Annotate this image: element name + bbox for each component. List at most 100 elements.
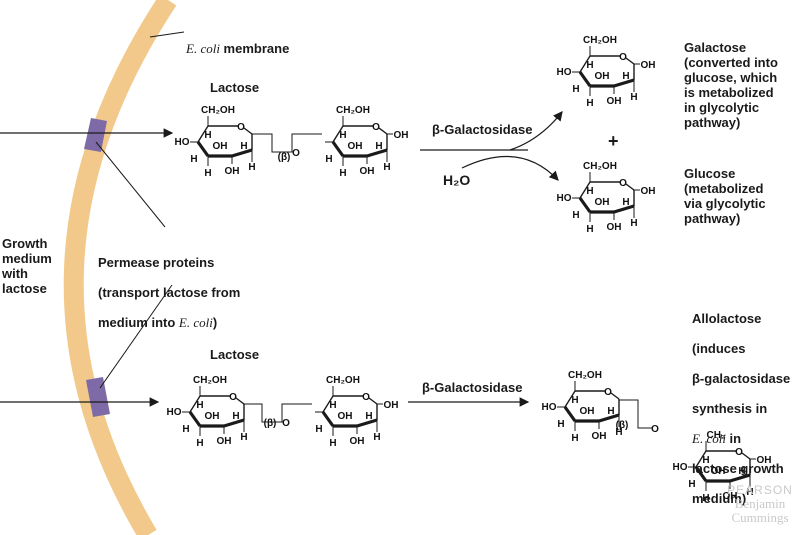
ring-ch2oh: CH₂OH <box>568 370 602 381</box>
ring-h: H <box>571 395 578 406</box>
glycosidic-bond <box>619 399 652 429</box>
ring-bond <box>578 71 592 87</box>
permease-label: Permease proteins (transport lactose fro… <box>98 255 241 330</box>
ring-oh: OH <box>607 222 622 233</box>
ring-oxygen: O <box>604 387 612 398</box>
ring-oh: OH <box>711 466 726 477</box>
ring-bond <box>188 411 202 427</box>
ring-h: H <box>204 130 211 141</box>
permease-protein-top <box>84 118 107 152</box>
ring-h: H <box>325 154 332 165</box>
ring-oh: OH <box>607 96 622 107</box>
ring-h: H <box>571 433 578 444</box>
ring-bond <box>322 395 334 413</box>
ring-oh: OH <box>595 197 610 208</box>
ring-oh: OH <box>350 436 365 447</box>
ring-oh: OH <box>723 491 738 502</box>
ring-bond <box>579 55 591 73</box>
top-enzyme-label: β-Galactosidase <box>432 122 533 137</box>
ring-bond <box>578 197 592 213</box>
ring-bond <box>741 452 751 460</box>
ring-h: H <box>738 466 745 477</box>
ring-oh: OH <box>213 141 228 152</box>
ring-h: H <box>622 71 629 82</box>
bridge-oxygen: O <box>282 418 290 429</box>
ring-h: H <box>315 424 322 435</box>
ring-ch2oh: CH₂OH <box>326 375 360 386</box>
ring-h: H <box>630 218 637 229</box>
ring-oh: OH <box>338 411 353 422</box>
ring-bond <box>368 397 378 405</box>
ring-ho: HO <box>557 67 572 78</box>
ring-h: H <box>586 186 593 197</box>
ring-bond <box>189 395 201 413</box>
glucose-label: Glucose (metabolized via glycolytic path… <box>684 166 766 226</box>
ring-bond <box>579 181 591 199</box>
ring-h: H <box>196 438 203 449</box>
top-arrow-to-galactose <box>509 111 563 151</box>
ring-ch2oh: CH₂OH <box>583 161 617 172</box>
ring-h: H <box>702 493 709 504</box>
ring-bond <box>563 406 577 422</box>
ring-ch2oh: CH₂OH <box>201 105 235 116</box>
ring-oxygen: O <box>619 52 627 63</box>
publisher-watermark: PEARSON Benjamin Cummings <box>727 483 793 525</box>
permease-protein-bottom <box>86 377 110 417</box>
ring-bond <box>564 390 576 408</box>
beta-linkage: (β) <box>616 420 629 431</box>
allolactose-label: Allolactose (induces β-galactosidase syn… <box>692 311 791 506</box>
glycosidic-bond <box>252 133 322 153</box>
ring-h: H <box>339 130 346 141</box>
plus-sign: + <box>608 131 619 151</box>
ring-h: H <box>383 162 390 173</box>
ring-h: H <box>182 424 189 435</box>
ring-ch2oh: CH₂OH <box>583 35 617 46</box>
ring-bond <box>613 78 635 88</box>
membrane-leader-line <box>149 31 185 38</box>
ring-oh: OH <box>641 186 656 197</box>
ring-oh: OH <box>225 166 240 177</box>
ring-oh: OH <box>205 411 220 422</box>
ring-bond <box>356 418 378 428</box>
ring-h: H <box>557 419 564 430</box>
ring-bond <box>231 148 253 158</box>
bottom-lactose-label: Lactose <box>210 347 260 362</box>
ring-h: H <box>339 168 346 179</box>
growth-medium-label: Growth medium with lactose <box>2 236 52 296</box>
ring-ch2oh: CH₂OH <box>193 375 227 386</box>
ring-h: H <box>615 427 622 438</box>
ring-h: H <box>586 60 593 71</box>
ring-h: H <box>375 141 382 152</box>
ring-bond <box>235 397 245 405</box>
bridge-oxygen: O <box>651 424 659 435</box>
ring-h: H <box>329 438 336 449</box>
ring-ch2oh: CH₂ <box>707 430 726 441</box>
ring-h: H <box>607 406 614 417</box>
ring-h: H <box>688 479 695 490</box>
ring-h: H <box>204 168 211 179</box>
ring-h: H <box>190 154 197 165</box>
beta-linkage: (β) <box>278 152 291 163</box>
ring-h: H <box>248 162 255 173</box>
ring-ho: HO <box>673 462 688 473</box>
ring-bond <box>625 183 635 191</box>
ring-oxygen: O <box>229 392 237 403</box>
ring-oh: OH <box>580 406 595 417</box>
ring-oxygen: O <box>237 122 245 133</box>
permease-leader-bottom <box>99 284 173 389</box>
ring-oh: OH <box>595 71 610 82</box>
bridge-oxygen: O <box>292 148 300 159</box>
ring-oxygen: O <box>362 392 370 403</box>
beta-linkage: (β) <box>264 418 277 429</box>
water-label: H₂O <box>443 172 471 188</box>
ring-oh: OH <box>394 130 409 141</box>
ring-oh: OH <box>348 141 363 152</box>
ring-h: H <box>572 84 579 95</box>
ring-bond <box>332 125 344 143</box>
membrane-arc <box>63 0 177 535</box>
ring-h: H <box>746 487 753 498</box>
ring-bond <box>694 466 708 482</box>
ring-bond <box>598 413 620 423</box>
ring-oxygen: O <box>735 447 743 458</box>
